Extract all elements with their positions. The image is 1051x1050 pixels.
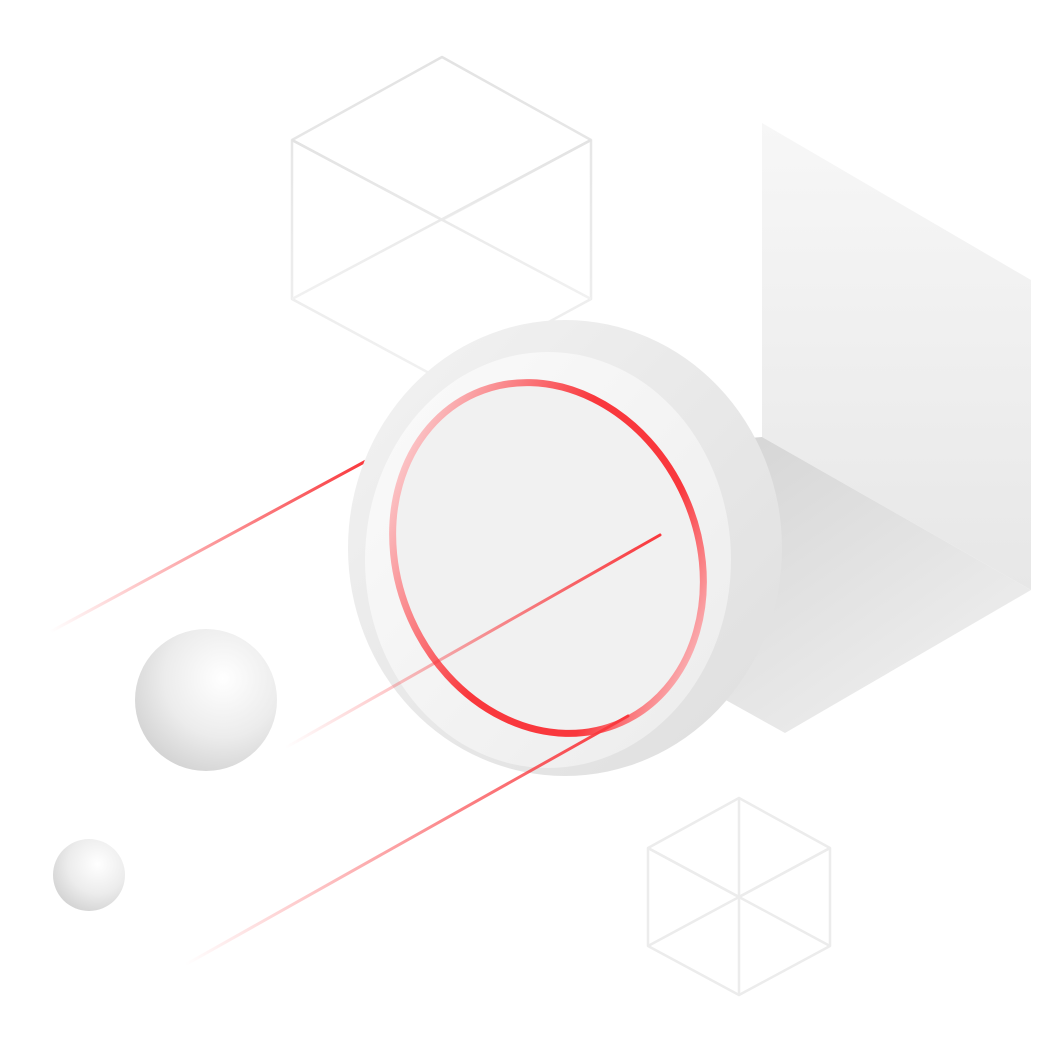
- wireframe-cube-bottom: [646, 796, 832, 997]
- red-beam-bottom: [183, 714, 630, 967]
- lens-ring: [389, 379, 707, 737]
- sphere-small: [53, 839, 125, 911]
- red-beam-middle: [283, 533, 662, 750]
- back-panel: [762, 123, 1031, 590]
- red-beam-top: [48, 459, 368, 634]
- lens-face: [392, 382, 704, 734]
- sphere-large: [135, 629, 277, 771]
